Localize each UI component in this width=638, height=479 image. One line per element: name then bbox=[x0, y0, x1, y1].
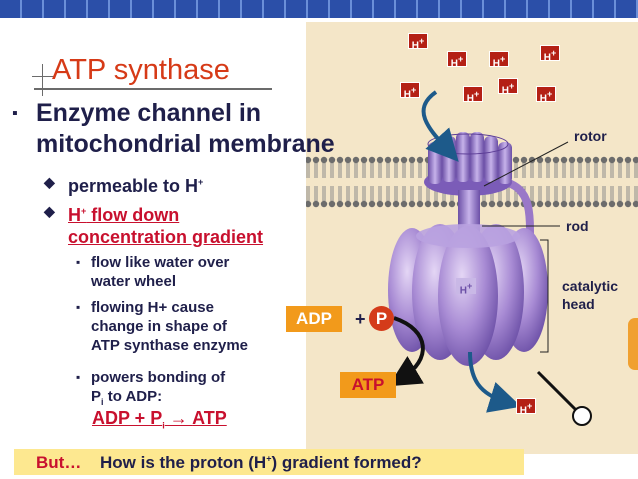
square-bullet-icon: ▪ bbox=[76, 255, 81, 269]
proton-flow-arrow-out bbox=[468, 351, 522, 413]
proton-marker: H+ bbox=[447, 51, 467, 69]
proton-marker: H+ bbox=[456, 278, 476, 296]
proton-flow-arrow-in bbox=[421, 90, 459, 162]
bullet-enzyme-channel: ▪ Enzyme channel in mitochondrial membra… bbox=[12, 98, 335, 160]
catalytic-label: catalytic bbox=[562, 278, 619, 294]
title-crosshair-vertical bbox=[42, 64, 43, 96]
proton-marker: H+ bbox=[400, 82, 420, 100]
reaction-arrow bbox=[388, 316, 425, 387]
rotor-leader-line bbox=[483, 141, 569, 187]
bullet-water-wheel: ▪ flow like water over water wheel bbox=[76, 254, 230, 290]
footer-question-banner: But… How is the proton (H+) gradient for… bbox=[14, 449, 524, 475]
catalytic-head-bracket bbox=[540, 239, 549, 353]
atp-label: ATP bbox=[340, 372, 396, 398]
bullet-permeable: ◆ permeable to H+ bbox=[44, 171, 203, 197]
adp-label: ADP bbox=[286, 306, 342, 332]
phosphate-label: P bbox=[369, 306, 394, 331]
equation-arrow-icon: → bbox=[164, 408, 193, 428]
proton-marker: H+ bbox=[463, 86, 483, 104]
footer-question: How is the proton (H+) gradient formed? bbox=[100, 453, 422, 472]
concentration-gradient-text: concentration gradient bbox=[68, 227, 264, 247]
bullet-line-2: mitochondrial membrane bbox=[36, 130, 335, 158]
permeable-text: permeable to H bbox=[68, 176, 199, 196]
bullet-bonding: ▪ powers bonding of Pi to ADP: bbox=[76, 369, 226, 407]
diamond-bullet-icon: ◆ bbox=[44, 203, 55, 219]
top-decorative-bar bbox=[0, 0, 638, 18]
slide-title: ATP synthase bbox=[52, 54, 230, 86]
bullet-shape-change: ▪ flowing H+ cause change in shape of AT… bbox=[76, 299, 249, 354]
head-label: head bbox=[562, 296, 595, 312]
plus-sign: + bbox=[355, 309, 366, 329]
square-bullet-icon: ▪ bbox=[76, 300, 81, 314]
square-bullet-icon: ▪ bbox=[12, 105, 18, 122]
proton-marker: H+ bbox=[536, 86, 556, 104]
footer-but: But… bbox=[36, 453, 82, 472]
proton-marker: H+ bbox=[540, 45, 560, 63]
proton-marker: H+ bbox=[408, 33, 428, 51]
bullet-line-1: Enzyme channel in bbox=[36, 99, 262, 127]
proton-marker: H+ bbox=[489, 51, 509, 69]
proton-marker: H+ bbox=[516, 398, 536, 416]
square-bullet-icon: ▪ bbox=[76, 370, 81, 384]
diamond-bullet-icon: ◆ bbox=[44, 174, 55, 190]
title-underline bbox=[34, 88, 272, 90]
handle-knob bbox=[572, 406, 592, 426]
title-crosshair-horizontal bbox=[32, 76, 54, 77]
bullet-h-flow: ◆ H+ flow down concentration gradient bbox=[44, 200, 263, 248]
reaction-equation: ADP + Pi → ATP bbox=[92, 408, 227, 431]
handle-shaft bbox=[536, 370, 580, 414]
orange-edge-decoration bbox=[628, 318, 638, 370]
rod-label: rod bbox=[566, 218, 589, 234]
proton-marker: H+ bbox=[498, 78, 518, 96]
rotor-label: rotor bbox=[574, 128, 607, 144]
